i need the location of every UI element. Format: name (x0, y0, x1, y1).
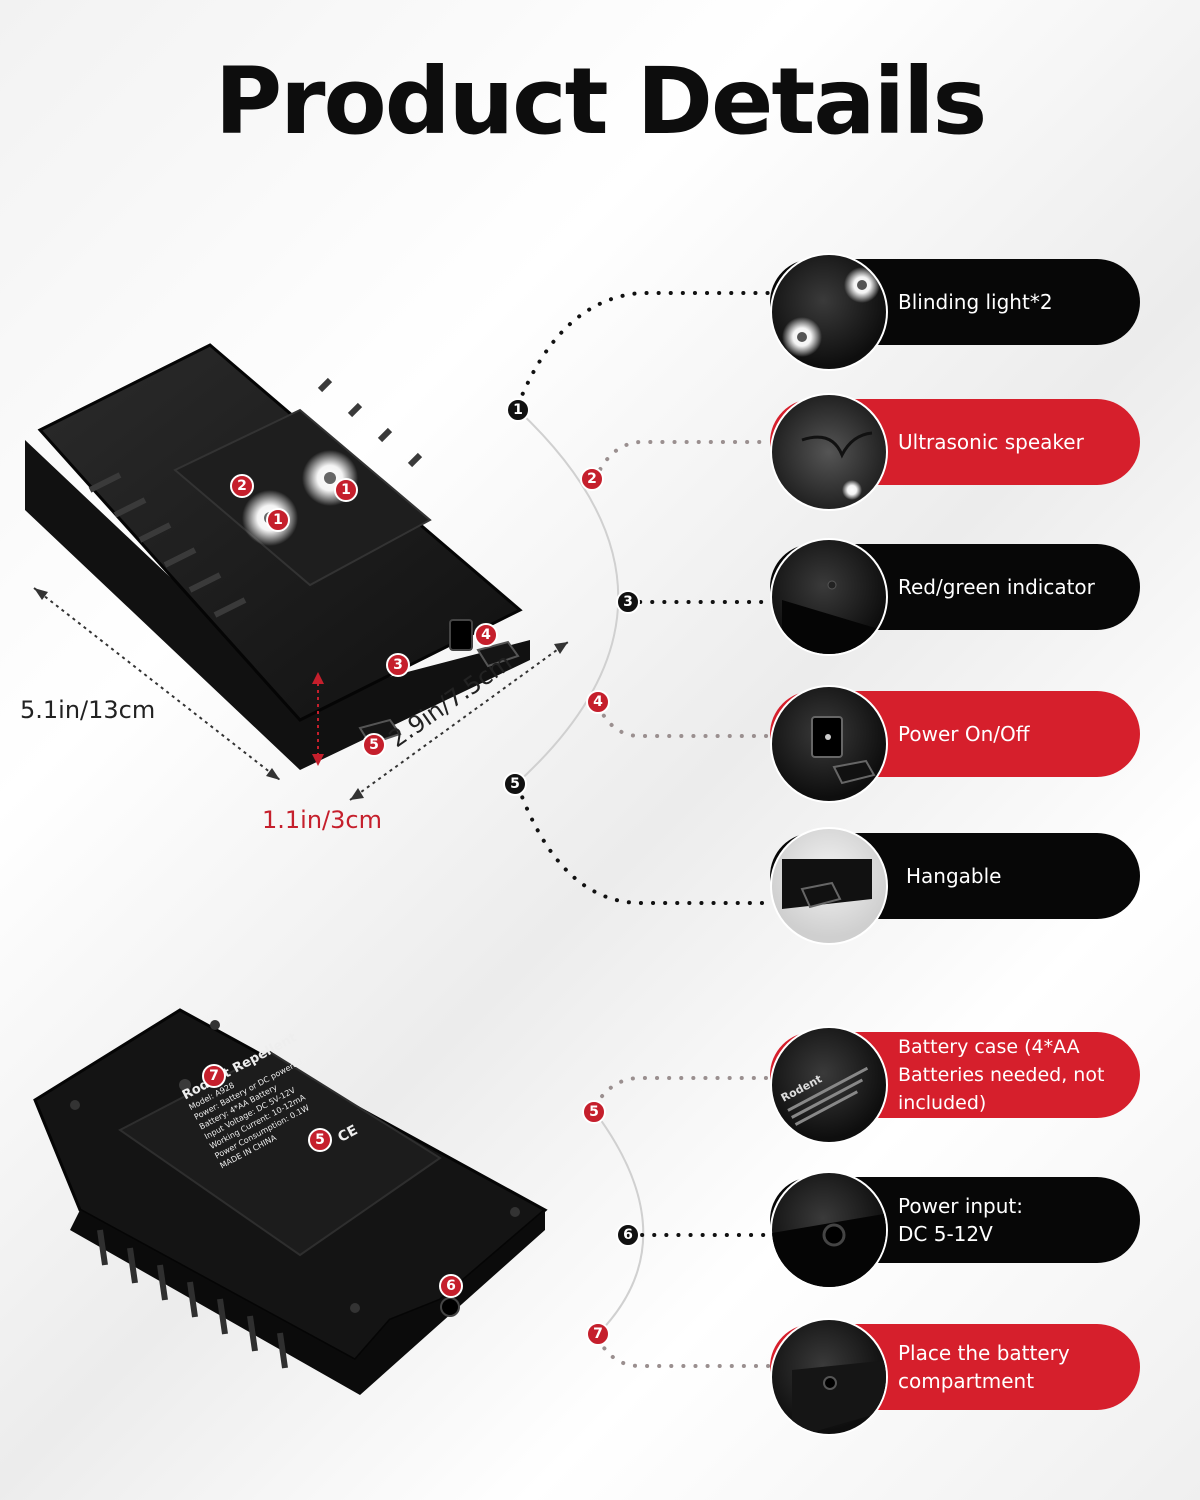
bottom-leader-lines (593, 1076, 772, 1368)
indicator-light-icon (770, 538, 888, 656)
device-marker-1: 1 (266, 508, 290, 532)
screw-hole (179, 1079, 191, 1091)
callout-marker-7: 7 (586, 1322, 610, 1346)
device-marker-3: 3 (386, 653, 410, 677)
length-arrow (33, 587, 281, 781)
bottom-connector-arc (594, 1111, 645, 1335)
device-bottom-view (33, 1008, 548, 1395)
page-title: Product Details (214, 48, 988, 155)
feature-battery-case: Rodent Battery case (4*AA Batteries need… (770, 1026, 1140, 1144)
battery-label-icon: Rodent (770, 1026, 888, 1144)
device-marker-4: 4 (474, 623, 498, 647)
feature-blinding-light: Blinding light*2 (770, 253, 1140, 371)
top-leader-lines (516, 291, 772, 905)
feature-indicator: Red/green indicator (770, 538, 1140, 656)
feature-label: Red/green indicator (898, 575, 1095, 599)
feature-label: Battery case (4*AA Batteries needed, not… (898, 1036, 1105, 1114)
cooling-fins (88, 377, 423, 618)
device-marker-6: 6 (439, 1274, 463, 1298)
svg-text:Rodent: Rodent (779, 1072, 824, 1104)
feature-ultrasonic-speaker: Ultrasonic speaker (770, 393, 1140, 511)
speaker-grille-icon (770, 393, 888, 511)
height-dimension-label: 1.1in/3cm (262, 806, 382, 834)
feature-label: Blinding light*2 (898, 290, 1053, 314)
device-marker-5: 5 (308, 1128, 332, 1152)
screw-icon (770, 1318, 888, 1436)
device-power-switch (449, 619, 473, 651)
hang-loop-right (476, 640, 520, 668)
hanging-loop-icon (770, 827, 888, 945)
callout-marker-2: 2 (580, 467, 604, 491)
callout-marker-6: 6 (616, 1223, 640, 1247)
feature-label: Ultrasonic speaker (898, 430, 1084, 454)
dc-port-icon (770, 1171, 888, 1289)
device-marker-1: 1 (334, 478, 358, 502)
bottom-fins (97, 1229, 288, 1369)
callout-marker-4: 4 (586, 690, 610, 714)
callout-marker-3: 3 (616, 590, 640, 614)
power-switch-icon (770, 685, 888, 803)
top-connector-arc (514, 409, 620, 786)
feature-label: Power On/Off (898, 722, 1030, 746)
callout-marker-5: 5 (503, 772, 527, 796)
callout-marker-1: 1 (506, 398, 530, 422)
dc-port (440, 1297, 460, 1317)
feature-label: Power input: DC 5-12V (898, 1194, 1024, 1246)
feature-label: Hangable (906, 864, 1002, 888)
width-arrow (349, 641, 569, 801)
device-marker-5: 5 (362, 733, 386, 757)
callout-marker-5: 5 (582, 1100, 606, 1124)
feature-power-input: Power input: DC 5-12V (770, 1171, 1140, 1289)
device-side-body (25, 440, 530, 770)
feature-hangable: Hangable (770, 827, 1140, 945)
device-marker-2: 2 (230, 474, 254, 498)
length-dimension-label: 5.1in/13cm (20, 696, 156, 724)
led-light-icon (770, 253, 888, 371)
feature-power-switch: Power On/Off (770, 685, 1140, 803)
device-top-view (25, 343, 530, 770)
dimension-arrows (33, 587, 569, 801)
feature-label: Place the battery compartment (898, 1341, 1070, 1393)
device-marker-7: 7 (202, 1064, 226, 1088)
device-raised-plate (173, 408, 432, 587)
feature-battery-compartment: Place the battery compartment (770, 1318, 1140, 1436)
